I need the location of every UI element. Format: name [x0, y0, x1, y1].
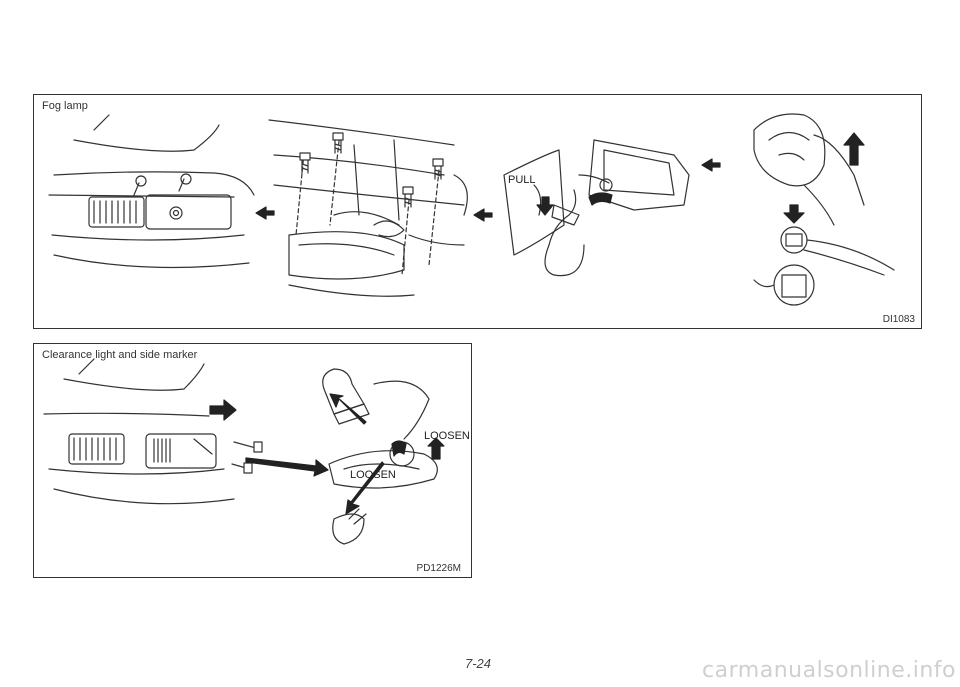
fog-lamp-illustration: PULL [48, 113, 895, 306]
connector-unplug-drawing [503, 139, 690, 277]
clearance-light-title: Clearance light and side marker [42, 349, 198, 361]
step-arrow-3 [701, 158, 721, 172]
twist-left-icon [391, 440, 407, 457]
remove-arrow-icon [209, 399, 237, 421]
up-left-arrow-icon [329, 393, 367, 425]
step-arrow-2 [473, 208, 493, 222]
pull-callout: PULL [508, 174, 536, 186]
fog-lamp-title: Fog lamp [42, 100, 88, 112]
down-left-arrow-icon [345, 461, 385, 515]
screw-icons [231, 441, 263, 474]
twist-arrow-icon [588, 192, 613, 206]
up-arrow-icon [843, 132, 865, 166]
pull-arrow-icon [536, 196, 554, 216]
watermark: carmanualsonline.info [702, 658, 956, 683]
screw-icons [299, 132, 444, 208]
loosen-callout-right: LOOSEN [424, 430, 470, 442]
lamp-removal-drawing [268, 119, 468, 297]
clearance-light-illustration: LOOSEN LOOSEN [43, 358, 470, 545]
page-number: 7-24 [465, 656, 492, 671]
fog-lamp-panel: Fog lamp [33, 94, 922, 329]
step-arrow-icon [245, 457, 329, 477]
down-arrow-icon [783, 204, 805, 224]
clearance-light-code: PD1226M [416, 563, 461, 574]
twist-right-icon [427, 437, 445, 460]
car-corner-drawing [43, 358, 235, 505]
step-arrow-1 [255, 206, 275, 220]
clearance-light-panel: Clearance light and side marker [33, 343, 472, 578]
fog-lamp-code: DI1083 [882, 314, 915, 325]
car-bumper-drawing [48, 114, 255, 269]
bulb-removal-drawing [753, 113, 895, 306]
loosen-callout-left: LOOSEN [350, 469, 396, 481]
